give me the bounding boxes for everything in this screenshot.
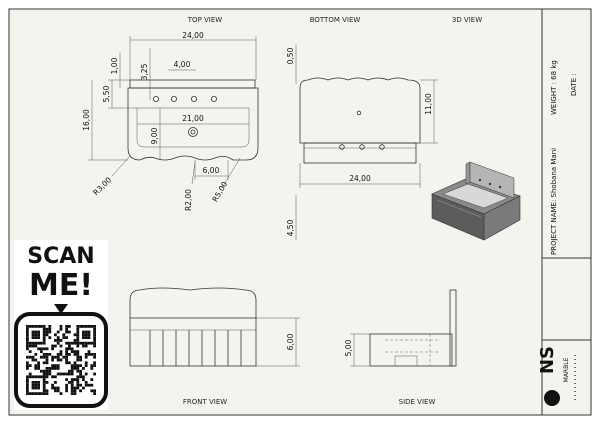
date-label: DATE : [570,73,578,96]
top-view-label: TOP VIEW [187,16,223,24]
front-view: 6,00 [129,287,300,367]
dim-top-6: 6,00 [203,166,220,175]
side-view-label: SIDE VIEW [399,398,436,406]
dim-bottom-4-5: 4,50 [286,219,295,236]
dim-front-6: 6,00 [286,333,295,350]
dim-top-21: 21,00 [182,114,204,123]
dim-top-width: 24,00 [182,31,204,40]
dim-side-5: 5,00 [344,339,353,356]
dim-top-5-5: 5,50 [102,85,111,102]
bottom-view-label: BOTTOM VIEW [310,16,361,24]
qr-code[interactable] [14,304,108,408]
dim-top-1: 1,00 [110,57,119,74]
bottom-view: 0,50 11,00 24,00 4,50 [286,44,438,240]
dim-top-9: 9,00 [150,127,159,144]
dim-bottom-24: 24,00 [349,174,371,183]
weight: WEIGHT : 68 kg [550,60,558,115]
front-view-label: FRONT VIEW [183,398,227,406]
dim-bottom-0-5: 0,50 [286,47,295,64]
me-text: ME! [28,268,94,303]
scan-me-panel: SCAN ME! [14,240,108,410]
dim-top-r2: R2,00 [184,189,193,211]
scan-text: SCAN [27,244,95,269]
project-name: PROJECT NAME: Shobana Mani [550,148,558,255]
company-logo: NS MARBLE [537,346,576,406]
dim-top-4: 4,00 [174,60,191,69]
3d-view [431,161,521,241]
logo-name: MARBLE [563,357,570,382]
3d-view-label: 3D VIEW [452,16,482,24]
dim-bottom-11: 11,00 [424,93,433,115]
dim-top-3-25: 3,25 [140,63,149,80]
side-view: 5,00 [344,289,457,367]
dim-top-16: 16,00 [82,109,91,131]
logo-mark: NS [537,346,558,374]
